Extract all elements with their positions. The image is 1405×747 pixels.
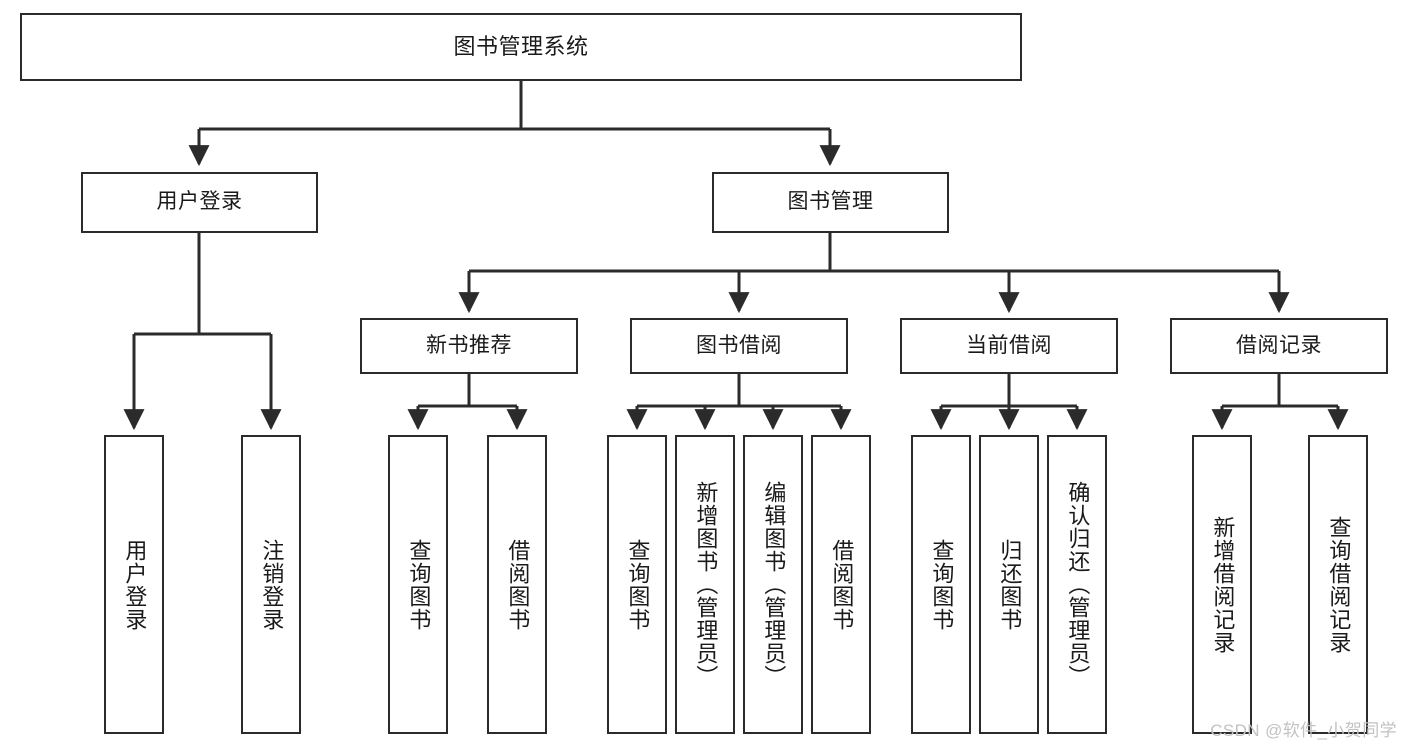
node-label: 查询图书 — [929, 538, 955, 631]
leaf-borrow-add-book-admin[interactable]: 新增图书（管理员） — [675, 435, 735, 734]
node-label: 查询图书 — [406, 538, 432, 631]
node-user-login[interactable]: 用户登录 — [81, 172, 318, 233]
leaf-newbook-borrow-book[interactable]: 借阅图书 — [487, 435, 547, 734]
node-label: 新书推荐 — [426, 333, 512, 357]
node-label: 借阅图书 — [505, 538, 531, 631]
node-current-borrow[interactable]: 当前借阅 — [900, 318, 1118, 374]
leaf-current-query-book[interactable]: 查询图书 — [911, 435, 971, 734]
leaf-borrow-edit-book-admin[interactable]: 编辑图书（管理员） — [743, 435, 803, 734]
leaf-current-confirm-return-admin[interactable]: 确认归还（管理员） — [1047, 435, 1107, 734]
node-label: 新增图书（管理员） — [693, 481, 719, 688]
leaf-user-login[interactable]: 用户登录 — [104, 435, 164, 734]
node-label: 查询图书 — [625, 538, 651, 631]
leaf-current-return-book[interactable]: 归还图书 — [979, 435, 1039, 734]
node-new-book-recommend[interactable]: 新书推荐 — [360, 318, 578, 374]
leaf-borrow-query-book[interactable]: 查询图书 — [607, 435, 667, 734]
node-label: 用户登录 — [122, 538, 148, 631]
leaf-newbook-query-book[interactable]: 查询图书 — [388, 435, 448, 734]
leaf-record-add-record[interactable]: 新增借阅记录 — [1192, 435, 1252, 734]
node-label: 借阅记录 — [1236, 333, 1322, 357]
node-label: 图书管理 — [787, 190, 874, 214]
leaf-user-logout[interactable]: 注销登录 — [241, 435, 301, 734]
node-label: 新增借阅记录 — [1210, 515, 1236, 654]
node-label: 用户登录 — [156, 190, 243, 214]
node-label: 查询借阅记录 — [1326, 515, 1352, 654]
leaf-borrow-borrow-book[interactable]: 借阅图书 — [811, 435, 871, 734]
node-label: 图书管理系统 — [453, 34, 589, 60]
leaf-record-query-record[interactable]: 查询借阅记录 — [1308, 435, 1368, 734]
node-label: 确认归还（管理员） — [1065, 481, 1091, 688]
node-book-management[interactable]: 图书管理 — [712, 172, 949, 233]
node-label: 编辑图书（管理员） — [761, 481, 787, 688]
node-root-system[interactable]: 图书管理系统 — [20, 13, 1022, 81]
node-label: 归还图书 — [997, 538, 1023, 631]
node-label: 图书借阅 — [696, 333, 782, 357]
node-borrow-record[interactable]: 借阅记录 — [1170, 318, 1388, 374]
node-label: 借阅图书 — [829, 538, 855, 631]
node-label: 当前借阅 — [966, 333, 1052, 357]
node-book-borrow[interactable]: 图书借阅 — [630, 318, 848, 374]
node-label: 注销登录 — [259, 538, 285, 631]
csdn-watermark: CSDN @软件_小贺同学 — [1210, 721, 1397, 740]
